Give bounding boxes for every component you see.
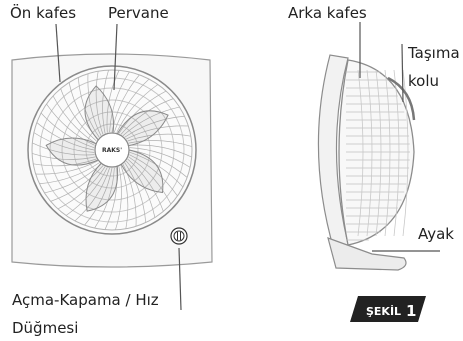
label-carry-handle-1: Taşıma: [407, 44, 460, 62]
label-front-grille: Ön kafes: [10, 3, 76, 22]
figure-badge-number: 1: [406, 302, 416, 320]
side-view-fan: [318, 55, 414, 270]
label-carry-handle-2: kolu: [408, 72, 439, 90]
figure-badge: ŞEKİL 1: [350, 296, 426, 322]
foot: [328, 238, 406, 270]
label-propeller: Pervane: [108, 4, 169, 22]
front-view-fan: RAKS': [12, 54, 212, 267]
label-switch-1: Açma-Kapama / Hız: [12, 291, 159, 309]
power-speed-knob: [171, 228, 187, 244]
label-foot: Ayak: [418, 225, 454, 243]
label-back-grille: Arka kafes: [288, 4, 367, 22]
brand-logo: RAKS': [102, 147, 122, 154]
label-switch-2: Düğmesi: [12, 319, 78, 337]
figure-badge-prefix: ŞEKİL: [366, 304, 401, 318]
